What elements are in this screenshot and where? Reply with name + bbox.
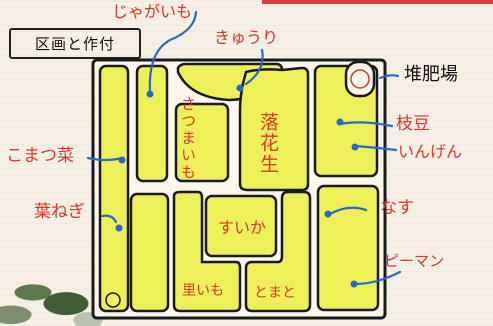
bed-rakkasei <box>238 66 310 192</box>
label-rakkasei: 落花生 <box>257 112 279 175</box>
mark-taihijo <box>350 69 370 89</box>
label-hanegi: 葉ねぎ <box>34 202 85 222</box>
label-piman: ピーマン <box>384 252 445 270</box>
bed-suika <box>204 194 278 258</box>
bed-hanegi <box>129 192 170 313</box>
bed-satoimo <box>172 190 242 313</box>
red-margin-line <box>262 0 493 4</box>
label-nasu: なす <box>380 198 414 218</box>
label-suika: すいか <box>218 218 267 237</box>
bed-tomato <box>244 190 312 313</box>
bed-jagaimo <box>135 64 169 183</box>
label-jagaimo: じゃがいも <box>112 2 193 21</box>
label-satoimo: 里いも <box>182 283 224 299</box>
diagram-title: 区画と作付 <box>9 28 141 59</box>
mark-bottom-left <box>105 292 121 308</box>
label-komatsuna: こまつ菜 <box>6 146 74 166</box>
label-edamame: 枝豆 <box>396 114 430 134</box>
bed-nasu <box>316 184 380 312</box>
label-tomato: とまと <box>254 285 296 301</box>
label-ingen: いんげん <box>398 142 463 161</box>
bed-taihijo <box>344 60 376 98</box>
label-kyuri: きゅうり <box>214 28 279 47</box>
label-satsumaimo: さつまいも <box>179 96 197 181</box>
label-taihijo: 堆肥場 <box>404 64 458 85</box>
bed-satsumaimo <box>174 102 230 183</box>
bed-left-long <box>98 64 130 313</box>
